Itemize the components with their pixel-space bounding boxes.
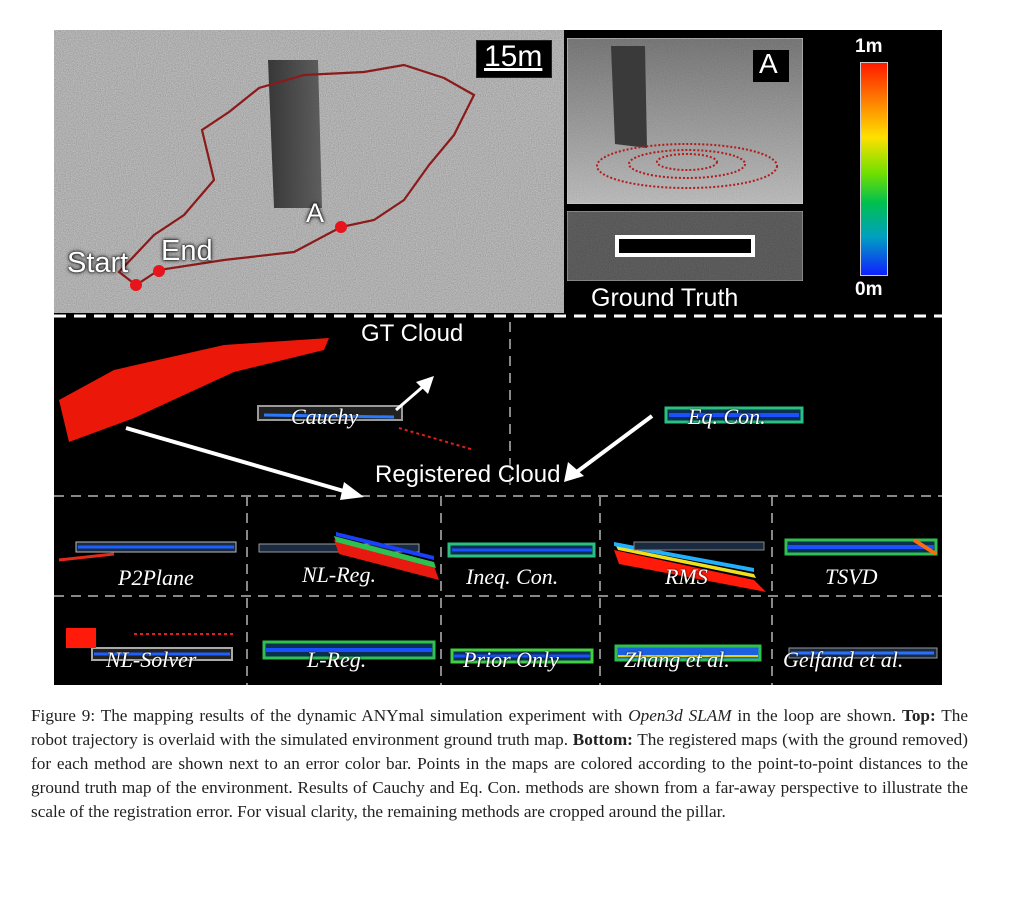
start-label: Start (67, 247, 129, 279)
caption-bottom-text: The registered maps (with the ground rem… (31, 730, 968, 821)
colorbar-max-label: 1m (855, 36, 883, 57)
gt-pillar-outline (615, 235, 755, 257)
zhang-cloud (614, 644, 762, 662)
end-label: End (161, 235, 213, 267)
caption-bottom-bold: Bottom: (572, 730, 633, 749)
a-marker (335, 221, 347, 233)
rms-cloud (614, 541, 766, 592)
scale-bar-box (476, 40, 552, 78)
method-label-rms: RMS (665, 564, 708, 589)
caption-prefix: Figure 9: The mapping results of the dyn… (31, 706, 629, 725)
inset-ring (656, 153, 718, 171)
cauchy-label: Cauchy (291, 404, 359, 429)
method-label-tsvd: TSVD (825, 564, 878, 589)
tsvd-cloud (784, 538, 938, 556)
error-colorbar (860, 62, 888, 276)
colorbar-min-label: 0m (855, 279, 883, 300)
bottom-panel-graphics (54, 314, 942, 685)
method-label-nlsolver: NL-Solver (106, 647, 197, 672)
caption-italic: Open3d SLAM (628, 706, 732, 725)
method-label-nlreg: NL-Reg. (302, 562, 376, 587)
scale-bar-label: 15m (484, 40, 543, 73)
a-label: A (306, 198, 325, 228)
ineqcon-cloud (447, 542, 596, 558)
method-label-prior-only: Prior Only (463, 647, 559, 672)
prior-only-cloud (450, 648, 594, 664)
caption-top-text: The robot trajectory is overlaid with th… (31, 706, 968, 749)
figure-caption: Figure 9: The mapping results of the dyn… (31, 704, 968, 824)
registered-arrow-right (572, 414, 654, 476)
start-marker (130, 279, 142, 291)
inset-label-box (753, 50, 789, 82)
gt-arrowhead (416, 376, 434, 394)
method-label-ineqcon: Ineq. Con. (466, 564, 559, 589)
ground-truth-view (567, 211, 803, 281)
trajectory-path (117, 63, 476, 287)
nlsolver-cloud (66, 628, 234, 661)
figure-panel: 15m Start End A A Ground Truth 1m 0m (54, 30, 942, 685)
registered-arrowhead-right (564, 462, 584, 482)
gelfand-cloud (788, 647, 938, 659)
inset-ring (628, 149, 746, 179)
inset-label: A (759, 48, 778, 79)
gt-arrow (395, 382, 427, 412)
inset-view (567, 38, 803, 204)
eqcon-label: Eq. Con. (688, 404, 766, 429)
caption-top-bold: Top: (901, 706, 936, 725)
ground-truth-label: Ground Truth (591, 284, 739, 312)
gt-cloud-label: GT Cloud (361, 320, 464, 347)
method-label-gelfand: Gelfand et al. (783, 647, 904, 672)
registered-arrowhead-left (340, 482, 364, 500)
nlreg-cloud (258, 532, 439, 580)
inset-ring (596, 143, 778, 189)
registered-cloud-label: Registered Cloud (375, 461, 561, 488)
cauchy-cloud-trail (398, 427, 475, 451)
p2plane-cloud (58, 541, 237, 562)
cauchy-registered-cloud (59, 338, 329, 442)
method-label-zhang: Zhang et al. (624, 647, 730, 672)
method-label-lreg: L-Reg. (307, 647, 367, 672)
caption-after-italic: in the loop are shown. (731, 706, 902, 725)
end-marker (153, 265, 165, 277)
inset-pillar (611, 46, 647, 148)
lreg-cloud (262, 640, 436, 660)
pillar (268, 60, 322, 208)
method-label-p2plane: P2Plane (118, 565, 194, 590)
registered-arrow-left (125, 426, 355, 496)
cauchy-cloud-stripe (263, 413, 395, 419)
